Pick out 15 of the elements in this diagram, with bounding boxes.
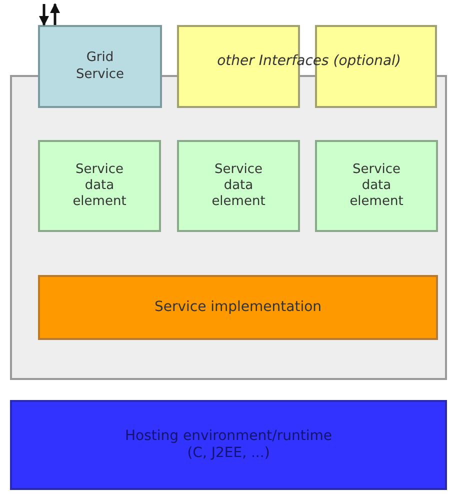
arrow (39, 4, 49, 26)
node-label: Service data element (72, 162, 128, 210)
hosting-label: Hosting environment/runtime (C, J2EE, ...) (124, 428, 333, 462)
implementation-label: Service implementation (154, 298, 322, 316)
data-element-box (38, 140, 161, 232)
interface-label: other Interfaces (optional) (216, 53, 402, 70)
data-element-box (177, 140, 300, 232)
data-element-box (315, 140, 438, 232)
hosting-box (10, 400, 447, 490)
implementation-bar (38, 275, 438, 340)
node-label: Grid Service (74, 50, 126, 83)
node-label: Service data element (348, 162, 404, 210)
arrow (50, 3, 60, 25)
service-box (38, 25, 162, 108)
node-label: Service data element (210, 162, 266, 210)
